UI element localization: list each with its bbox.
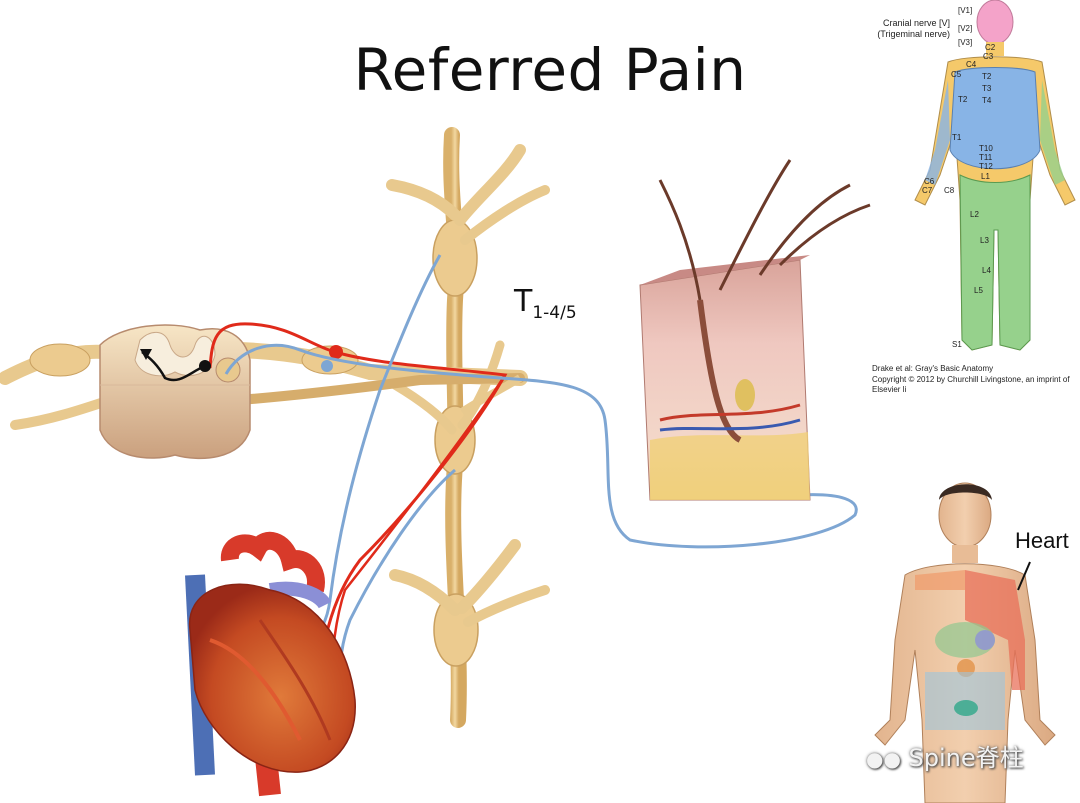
branch-label-v3: [V3]	[958, 38, 973, 47]
cranial-nerve-line1: Cranial nerve [V]	[882, 18, 950, 28]
branch-label-v2: [V2]	[958, 24, 973, 33]
level-label: L1	[981, 172, 990, 181]
level-label: T11	[979, 153, 993, 162]
level-label: C4	[966, 60, 977, 69]
level-label: L2	[970, 210, 979, 219]
level-label: L5	[974, 286, 983, 295]
level-label: L4	[982, 266, 991, 275]
skin-block-illustration	[639, 159, 871, 501]
torso-figure	[874, 482, 1056, 803]
level-label: T2	[982, 72, 992, 81]
spinal-segment-sub: 1-4/5	[532, 303, 577, 323]
spinal-cord-section	[99, 324, 251, 460]
level-label: C3	[983, 52, 994, 61]
branch-label-v1: [V1]	[958, 6, 973, 15]
watermark-text: Spine脊柱	[908, 744, 1024, 772]
watermark: ●● Spine脊柱	[866, 738, 1024, 773]
interneuron-arrow	[140, 349, 211, 382]
spinal-segment-label: T1-4/5	[514, 284, 577, 323]
level-label: C6	[924, 177, 935, 186]
spinal-segment-main: T	[514, 284, 533, 319]
page-title: Referred Pain	[353, 36, 747, 104]
level-label: T4	[982, 96, 992, 105]
level-label: L3	[980, 236, 989, 245]
dermatome-figure	[914, 0, 1076, 351]
cranial-nerve-line2: (Trigeminal nerve)	[877, 29, 950, 39]
level-label: T2	[958, 95, 968, 104]
level-label: C5	[951, 70, 962, 79]
figure-credit-copyright: Copyright © 2012 by Churchill Livingston…	[872, 375, 1070, 394]
sympathetic-chain	[386, 127, 550, 728]
heart-illustration	[185, 531, 356, 797]
wechat-icon: ●●	[866, 747, 901, 771]
level-label: C2	[985, 43, 996, 52]
level-label: C7	[922, 186, 933, 195]
level-label: T10	[979, 144, 993, 153]
cranial-nerve-label: Cranial nerve [V] (Trigeminal nerve)	[872, 18, 950, 40]
heart-label: Heart	[1015, 528, 1069, 553]
level-label: C8	[944, 186, 955, 195]
figure-credit-source: Drake et al: Gray's Basic Anatomy	[872, 364, 994, 373]
level-label: T12	[979, 162, 993, 171]
level-label: S1	[952, 340, 962, 349]
level-label: T1	[952, 133, 962, 142]
level-label: T3	[982, 84, 992, 93]
